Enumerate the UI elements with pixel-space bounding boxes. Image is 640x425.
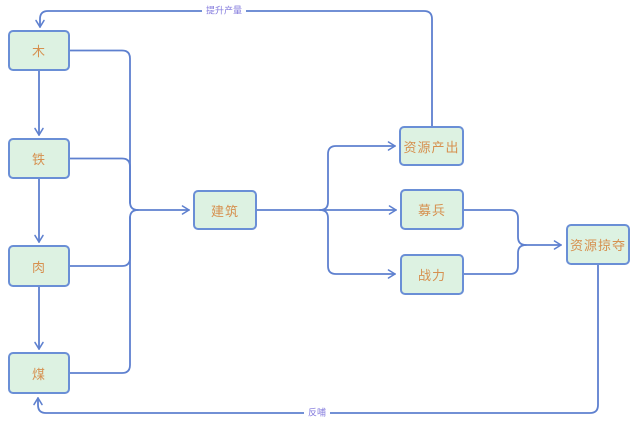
edge-meat-building [69,209,139,267]
edge-iron-building [69,157,131,204]
edge-label-boost-output: 提升产量 [201,5,247,17]
edge-label-feedback: 反哺 [303,407,331,419]
node-resource-output: 资源产出 [399,126,464,166]
edge-building-resource-output [319,141,396,211]
node-building: 建筑 [193,190,257,230]
node-meat: 肉 [8,245,70,287]
edge-resource-plunder-coal-feedback [33,264,599,414]
node-iron: 铁 [8,138,70,179]
edge-combat-power-resource-plunder [463,244,527,275]
node-recruit: 募兵 [400,189,464,230]
node-combat-power: 战力 [400,254,464,295]
node-coal: 煤 [8,352,70,394]
edge-recruit-resource-plunder [463,209,562,250]
edge-building-combat-power [319,209,396,279]
edge-resource-output-wood-boost [35,10,433,127]
edge-coal-building [69,216,131,374]
node-resource-plunder: 资源掠夺 [566,224,630,265]
node-wood: 木 [8,30,70,71]
